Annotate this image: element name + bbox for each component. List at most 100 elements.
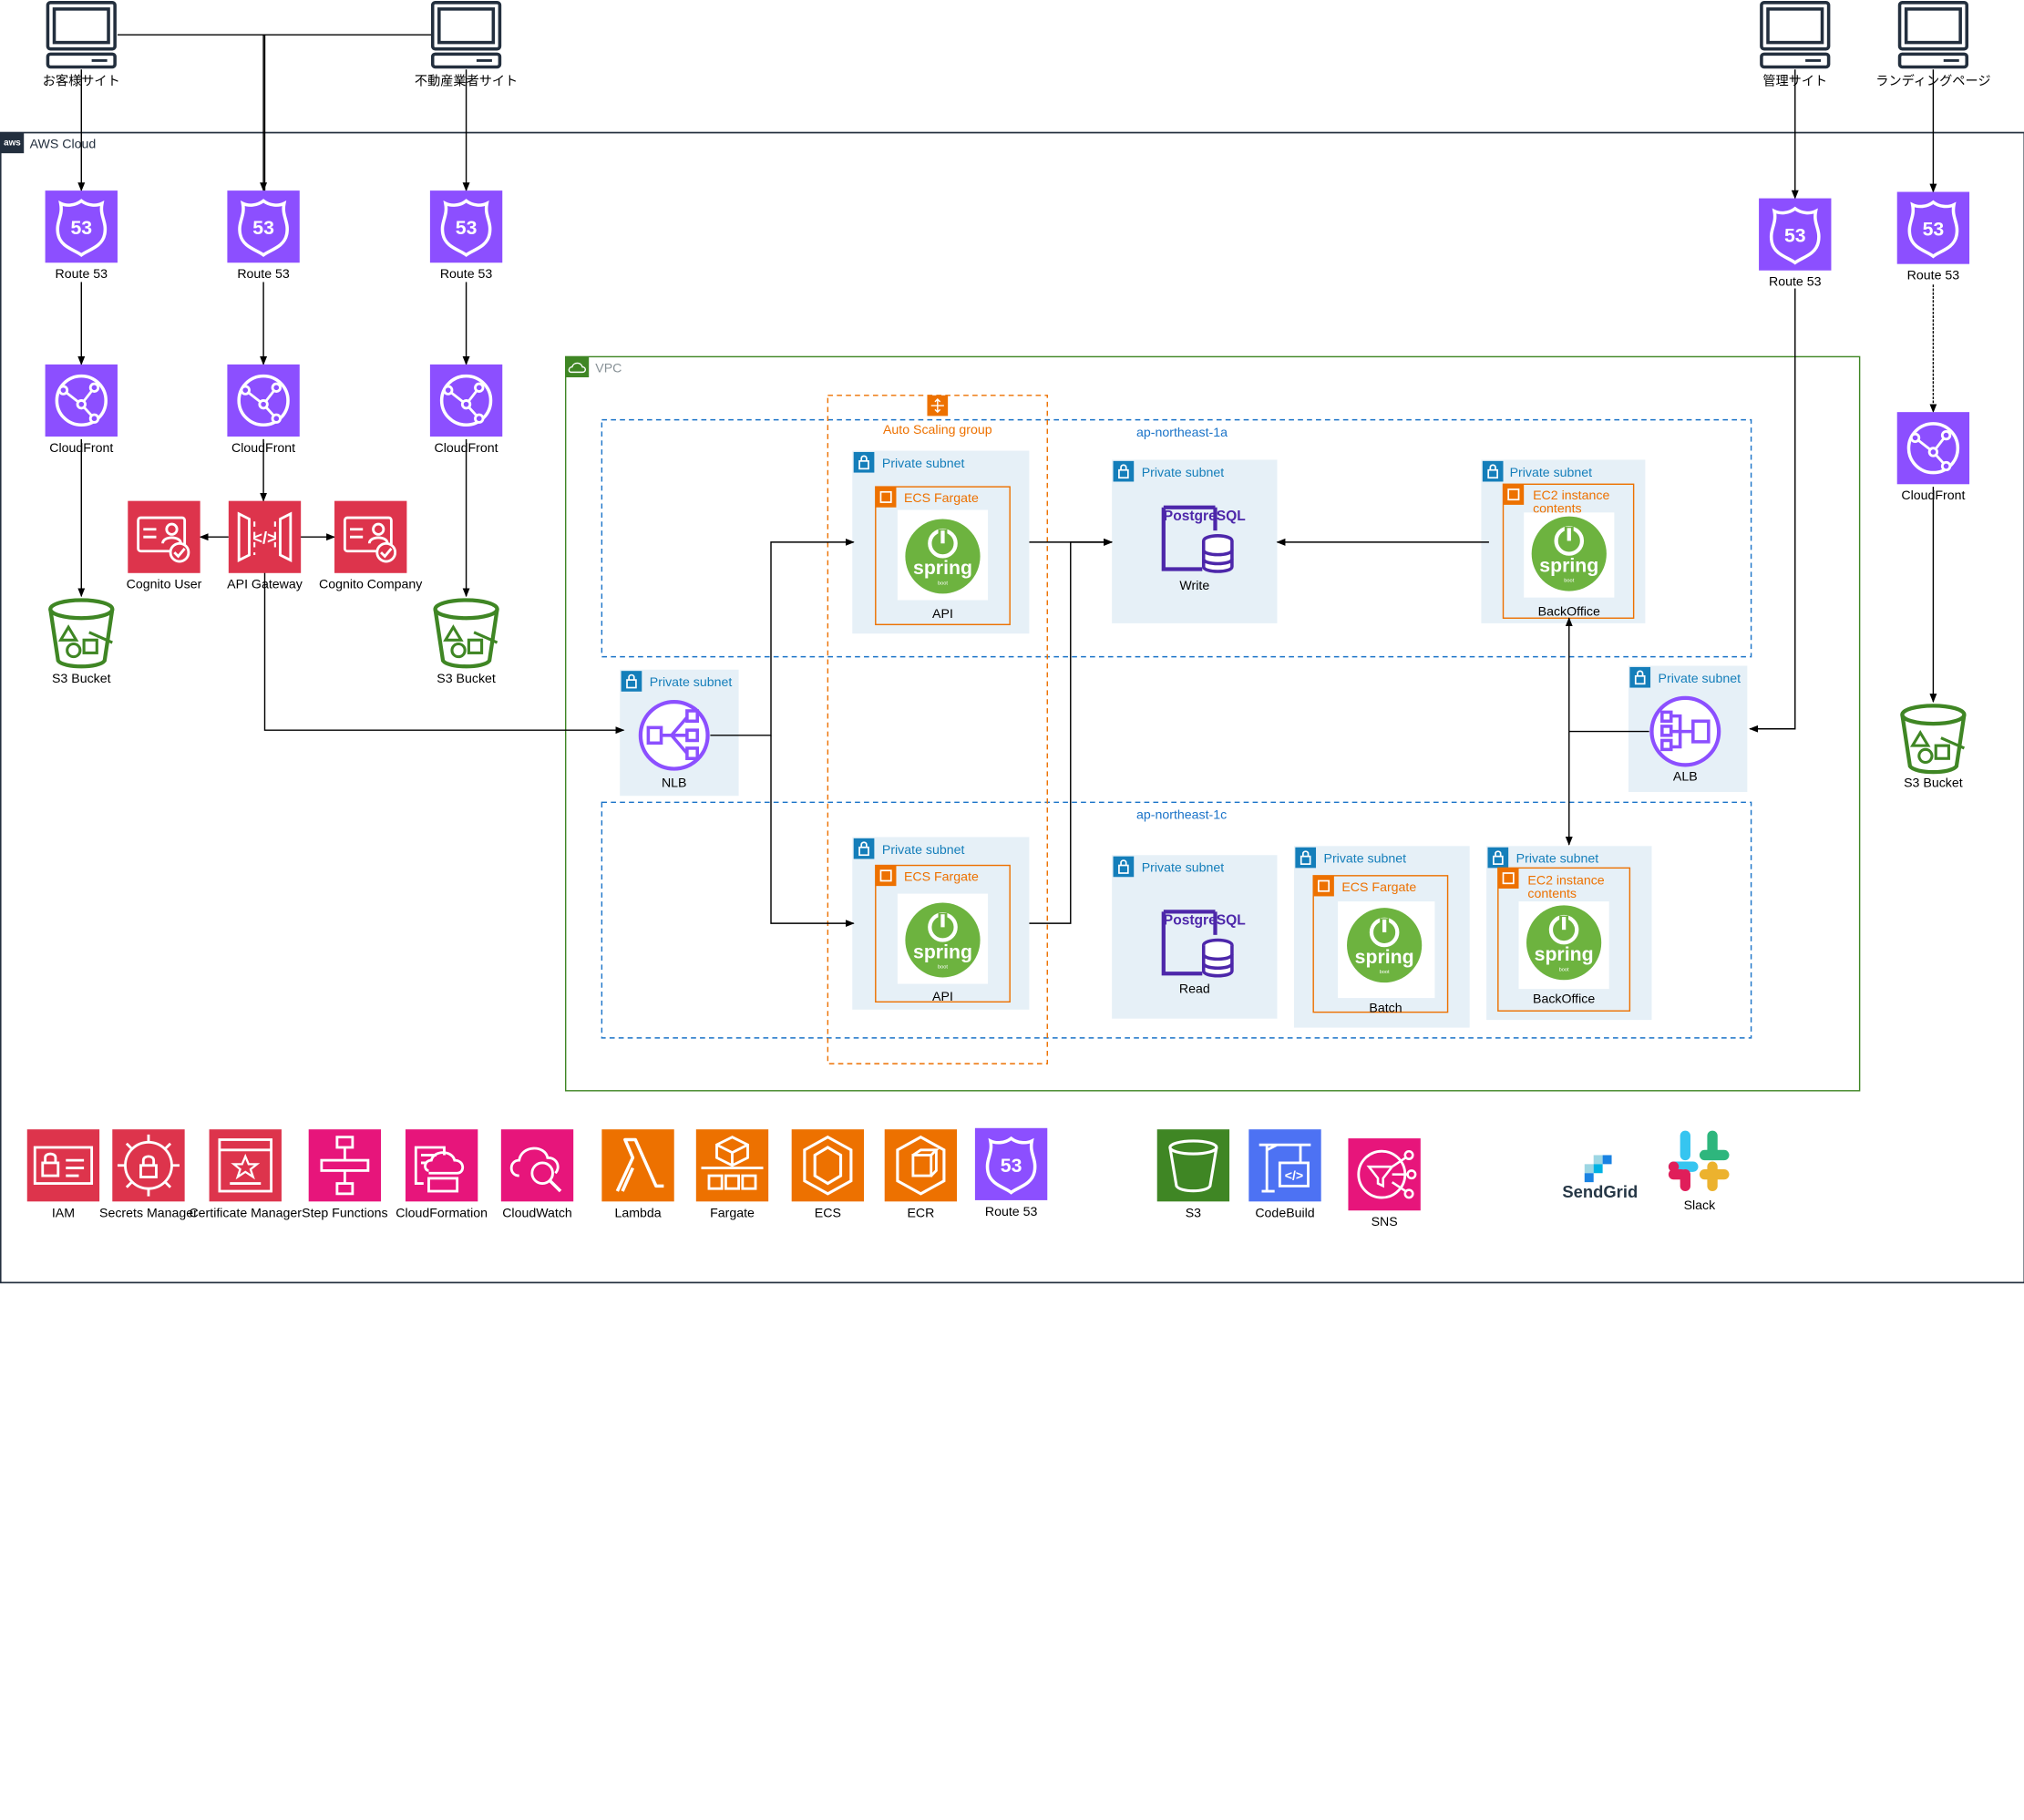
aws-cloud-group: aws AWS Cloud — [0, 131, 2024, 1284]
cloudfront-icon — [225, 363, 302, 438]
ecr-label: ECR — [907, 1205, 934, 1219]
subnet-label: Private subnet — [650, 674, 733, 689]
route53-icon — [225, 189, 302, 265]
ecs-fargate-label: ECS Fargate — [904, 869, 979, 884]
step-functions-icon — [307, 1127, 383, 1203]
ecs-icon — [1312, 874, 1335, 898]
ec2-backoffice-1a: EC2 instance contents BackOffice — [1502, 483, 1635, 619]
ec2-label-line2: contents — [1527, 886, 1577, 900]
lock-icon — [852, 451, 876, 474]
route53-label: Route 53 — [1769, 274, 1822, 289]
landing-page-computer-icon — [1897, 1, 1969, 69]
subnet-label: Private subnet — [1142, 860, 1225, 875]
lambda-icon — [600, 1127, 676, 1204]
sendgrid-logo-icon — [1584, 1155, 1612, 1183]
auto-scaling-group: Auto Scaling group — [827, 395, 1048, 1064]
ecs-service-icon — [790, 1127, 866, 1203]
nlb-label: NLB — [662, 775, 687, 789]
cognito-user-icon — [126, 499, 202, 575]
spring-icon — [905, 519, 980, 593]
cloudfront-icon — [428, 363, 505, 438]
secrets-manager-icon — [110, 1127, 187, 1203]
spring-icon — [1347, 908, 1422, 982]
backoffice-label: BackOffice — [1533, 992, 1595, 1006]
ec2-label-line2: contents — [1533, 500, 1582, 515]
subnet-label: Private subnet — [1324, 851, 1407, 866]
iam-label: IAM — [52, 1205, 75, 1219]
auto-scaling-label: Auto Scaling group — [883, 422, 992, 437]
lock-icon — [1481, 460, 1505, 483]
ec2-icon — [1496, 867, 1520, 889]
api-gateway-label: API Gateway — [227, 577, 303, 591]
cloudfront-label: CloudFront — [1901, 488, 1965, 502]
ecs-fargate-label: ECS Fargate — [1341, 879, 1416, 894]
landing-page-label: ランディングページ — [1875, 73, 1990, 87]
route53-label: Route 53 — [56, 266, 108, 281]
aws-cloud-label: AWS Cloud — [30, 137, 97, 151]
ec2-backoffice-1c: EC2 instance contents BackOffice — [1496, 867, 1631, 1012]
subnet-write-1a: Private subnet — [1112, 459, 1278, 623]
subnet-label: Private subnet — [1516, 851, 1599, 866]
route53-icon — [1757, 196, 1834, 272]
vpc-cloud-icon — [565, 356, 590, 378]
spring-icon — [905, 903, 980, 978]
fargate-icon — [694, 1127, 770, 1203]
lock-icon — [1628, 666, 1651, 689]
subnet-label: Private subnet — [1142, 465, 1225, 479]
iam-icon — [26, 1127, 101, 1203]
api-label: API — [932, 606, 953, 621]
alb-icon — [1651, 698, 1719, 765]
certificate-manager-label: Certificate Manager — [189, 1205, 302, 1219]
subnet-alb: Private subnet — [1628, 665, 1748, 792]
az-1c-border — [601, 801, 1752, 1039]
s3-bucket-label: S3 Bucket — [437, 671, 496, 685]
write-label: Write — [1179, 578, 1209, 592]
route53-icon — [43, 189, 119, 265]
customer-site-computer-icon — [46, 1, 117, 69]
subnet-label: Private subnet — [882, 456, 965, 470]
sns-label: SNS — [1372, 1214, 1398, 1229]
cloudwatch-icon — [499, 1127, 575, 1204]
certificate-manager-icon — [208, 1127, 283, 1203]
ec2-label-line1: EC2 instance — [1533, 488, 1609, 502]
lock-icon — [1112, 460, 1135, 483]
lock-icon — [1486, 846, 1510, 869]
az-1c-label: ap-northeast-1c — [1136, 807, 1227, 822]
vpc-label: VPC — [595, 360, 622, 375]
route53-icon — [1895, 190, 1971, 266]
s3-bucket-icon — [436, 600, 498, 666]
sendgrid-label: SendGrid — [1562, 1182, 1638, 1201]
api-gateway-icon — [227, 499, 303, 575]
az-1a-label: ap-northeast-1a — [1136, 425, 1228, 439]
codebuild-label: CodeBuild — [1255, 1205, 1314, 1219]
cloudfront-label: CloudFront — [231, 440, 295, 455]
admin-site-computer-icon — [1760, 1, 1831, 69]
lock-icon — [620, 670, 643, 693]
subnet-read-1c: Private subnet — [1112, 855, 1278, 1019]
secrets-manager-label: Secrets Manager — [99, 1205, 198, 1219]
lock-icon — [1294, 846, 1317, 869]
cognito-company-icon — [333, 499, 408, 575]
cognito-company-label: Cognito Company — [319, 577, 423, 591]
alb-label: ALB — [1673, 768, 1698, 783]
cloudfront-icon — [43, 363, 119, 438]
ecs-icon — [874, 864, 898, 887]
codebuild-icon — [1247, 1127, 1323, 1203]
aws-logo-text: aws — [4, 139, 21, 149]
admin-site-label: 管理サイト — [1762, 73, 1827, 87]
ec2-label-line1: EC2 instance — [1527, 873, 1604, 888]
route53-legend-icon — [973, 1126, 1050, 1202]
ecs-icon — [874, 486, 898, 509]
ecs-fargate-api-1a: ECS Fargate API — [874, 486, 1011, 626]
fargate-label: Fargate — [710, 1205, 755, 1219]
vpc-group: VPC — [564, 355, 1861, 1092]
slack-logo-icon — [1668, 1130, 1730, 1192]
cloudfront-label: CloudFront — [49, 440, 113, 455]
s3-bucket-icon — [50, 600, 112, 666]
route53-label: Route 53 — [440, 266, 493, 281]
customer-site-label: お客様サイト — [43, 73, 120, 87]
architecture-diagram: 53 — [0, 1, 2024, 1284]
s3-bucket-label: S3 Bucket — [1904, 775, 1963, 789]
sns-icon — [1347, 1136, 1423, 1212]
s3-label: S3 — [1186, 1205, 1201, 1219]
